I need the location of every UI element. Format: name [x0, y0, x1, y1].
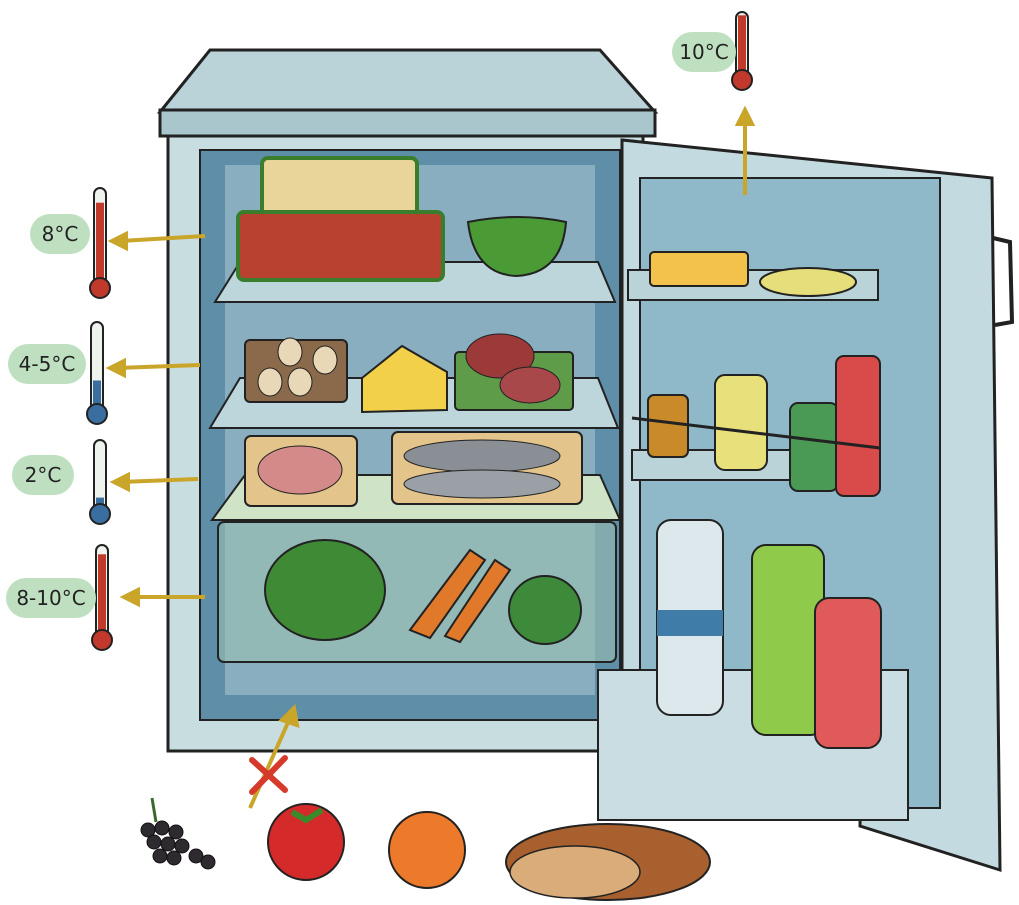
thermometer-fill [738, 15, 746, 78]
temp-label-top-shelf: 8°C [30, 214, 90, 254]
grapes [141, 798, 215, 869]
broccoli [509, 576, 581, 644]
green-bottle [752, 545, 824, 735]
thermometer-fill [96, 203, 104, 286]
orange [389, 812, 465, 888]
red-bottle [815, 598, 881, 748]
tomato [268, 804, 344, 880]
thermometer-middle-shelf [87, 322, 107, 424]
butter-box [650, 252, 748, 286]
temp-label-door: 10°C [672, 32, 736, 72]
thermometer-bottom-shelf [90, 440, 110, 524]
fridge-top [160, 50, 655, 112]
thermometer-top-shelf [90, 188, 110, 298]
sauce-bottle [790, 403, 838, 491]
thermometer-bulb [92, 630, 112, 650]
thermometer-bulb [90, 278, 110, 298]
thermometer-bulb [732, 70, 752, 90]
spread-tub [760, 268, 856, 296]
ketchup-bottle [836, 356, 880, 496]
thermometer-fill [98, 554, 106, 638]
thermometer-bulb [90, 504, 110, 524]
lettuce [265, 540, 385, 640]
temp-label-bottom-shelf: 2°C [12, 455, 74, 495]
container-bottom [238, 212, 443, 280]
dressing-bottle [715, 375, 767, 470]
jar [648, 395, 688, 457]
temp-label-vegetable-drawer: 8-10°C [6, 578, 96, 618]
temp-label-middle-shelf: 4-5°C [8, 344, 86, 384]
door-handle [993, 238, 1012, 325]
thermometer-bulb [87, 404, 107, 424]
fridge-top-front [160, 110, 655, 136]
